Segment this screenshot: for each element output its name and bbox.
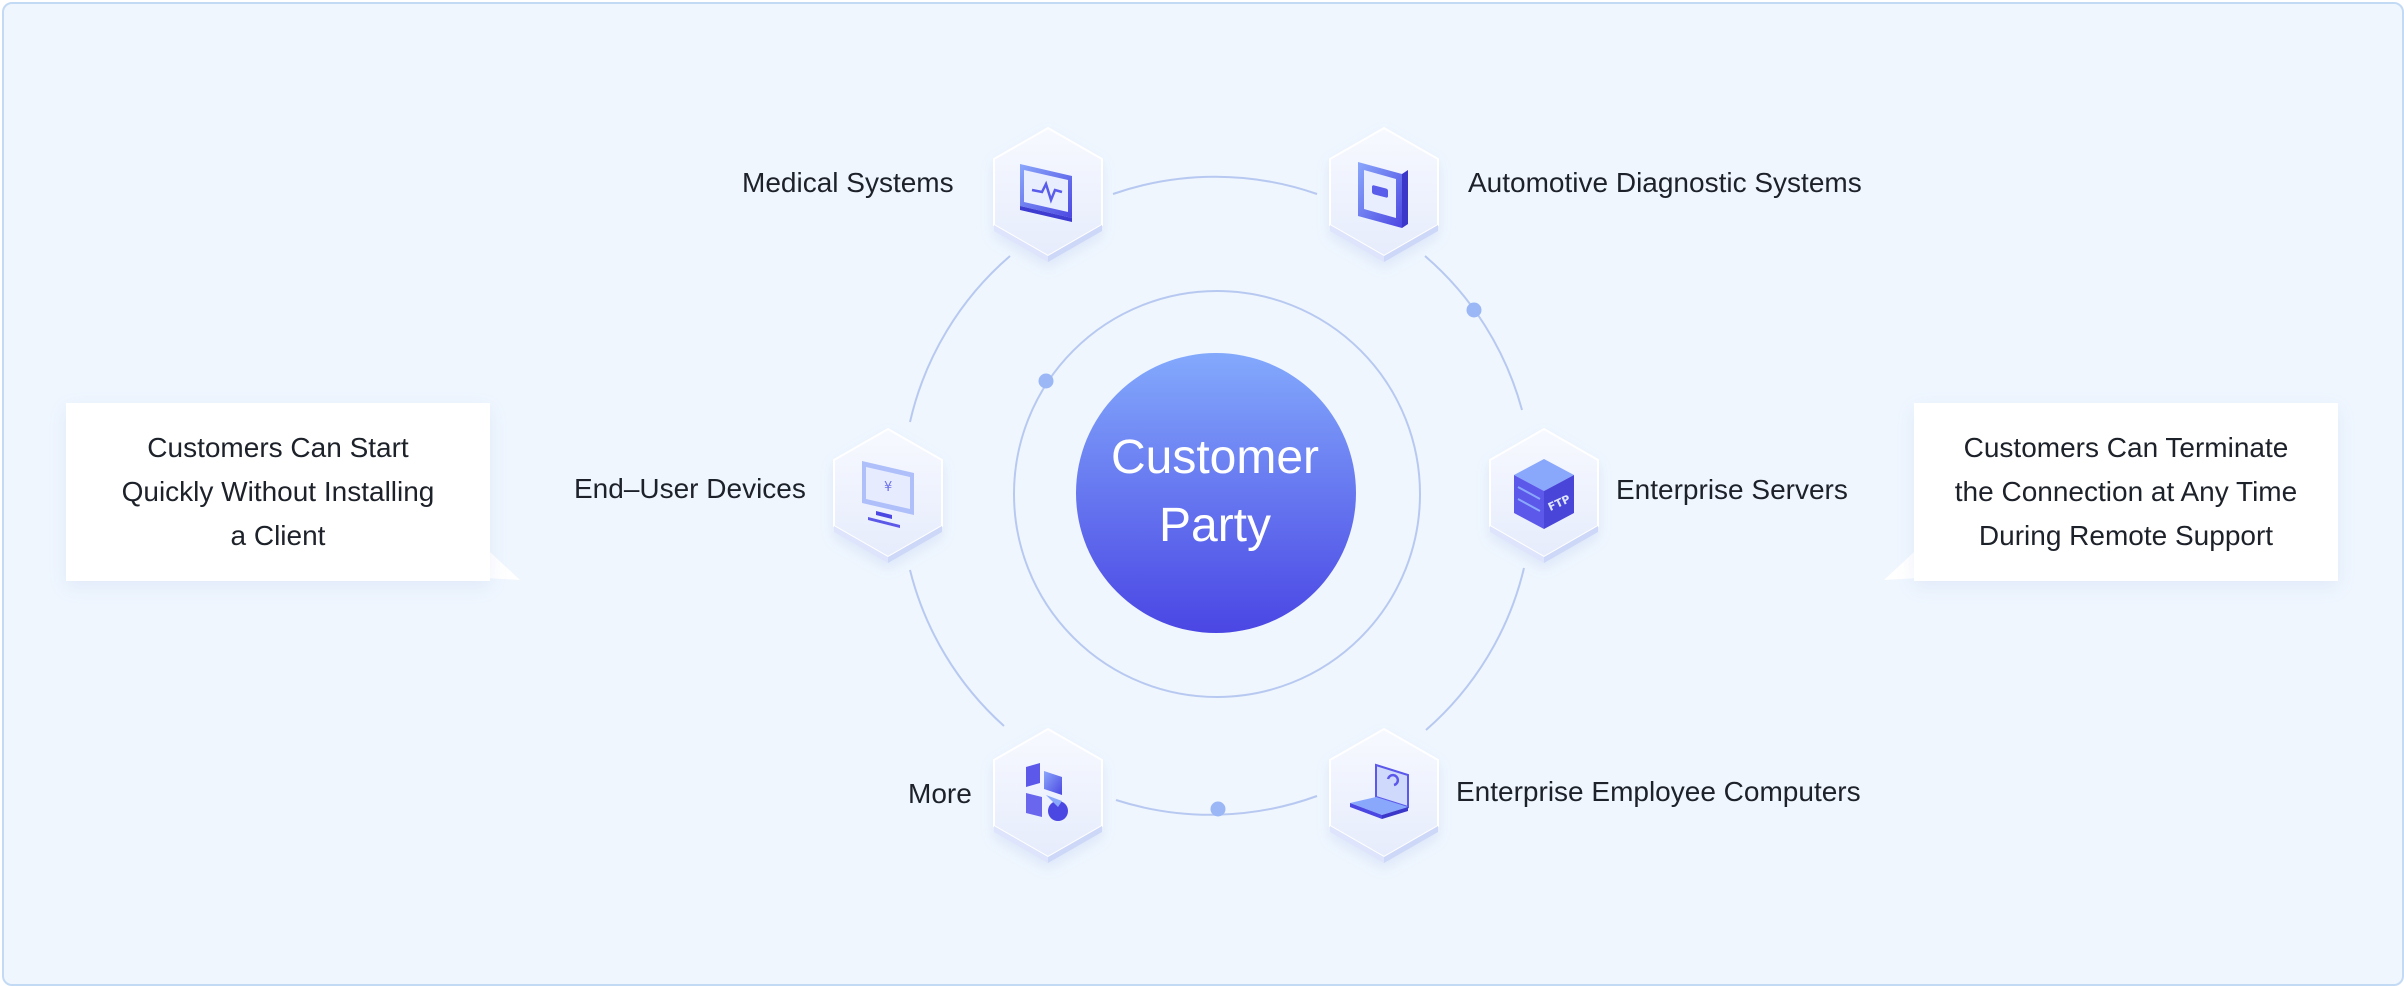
end-user-devices-tile[interactable]: ¥ <box>833 427 943 563</box>
outer-ring-arc-lower-right <box>1425 567 1525 731</box>
right-callout-tail <box>1884 552 1918 580</box>
right-callout: Customers Can Terminate the Connection a… <box>1914 403 2338 581</box>
medical-systems-tile[interactable] <box>993 126 1103 262</box>
node-label-automotive-diagnostic-systems: Automotive Diagnostic Systems <box>1468 167 1862 198</box>
node-label-enterprise-employee-computers: Enterprise Employee Computers <box>1456 776 1861 807</box>
node-label-enterprise-servers: Enterprise Servers <box>1616 474 1848 505</box>
outer-ring-arc-upper-right <box>1424 255 1523 411</box>
inner-ring <box>1013 290 1421 698</box>
left-callout-text: Customers Can Start Quickly Without Inst… <box>121 432 435 551</box>
ftp-server-icon: FTP <box>1514 459 1574 529</box>
laptop-icon <box>1350 763 1409 819</box>
right-callout-text: Customers Can Terminate the Connection a… <box>1954 432 2298 551</box>
left-callout-tail <box>486 552 520 580</box>
node-label-end-user-devices: End–User Devices <box>574 473 806 504</box>
left-callout: Customers Can Start Quickly Without Inst… <box>66 403 490 581</box>
orbit-dot <box>1038 373 1054 389</box>
outer-ring <box>909 175 1525 816</box>
node-label-more: More <box>908 778 972 809</box>
enterprise-servers-tile[interactable]: FTP <box>1489 427 1599 563</box>
diagnostic-tablet-icon <box>1358 162 1408 228</box>
svg-text:¥: ¥ <box>884 480 892 495</box>
orbit-dot <box>1210 801 1226 817</box>
medical-monitor-icon <box>1020 164 1072 222</box>
node-label-medical-systems: Medical Systems <box>742 167 954 198</box>
desktop-computer-icon: ¥ <box>862 461 914 528</box>
more-tile[interactable] <box>993 727 1103 863</box>
orbit-dot <box>1466 302 1482 318</box>
outer-ring-arc-upper-left <box>909 255 1011 423</box>
center-circle <box>1076 353 1356 633</box>
app-blocks-icon <box>1026 763 1068 821</box>
outer-ring-arc-top <box>1112 175 1318 195</box>
outer-ring-arc-lower-left <box>909 569 1005 727</box>
automotive-diagnostic-tile[interactable] <box>1329 126 1439 262</box>
enterprise-employee-computers-tile[interactable] <box>1329 727 1439 863</box>
center-label: Customer Party <box>1110 431 1320 552</box>
